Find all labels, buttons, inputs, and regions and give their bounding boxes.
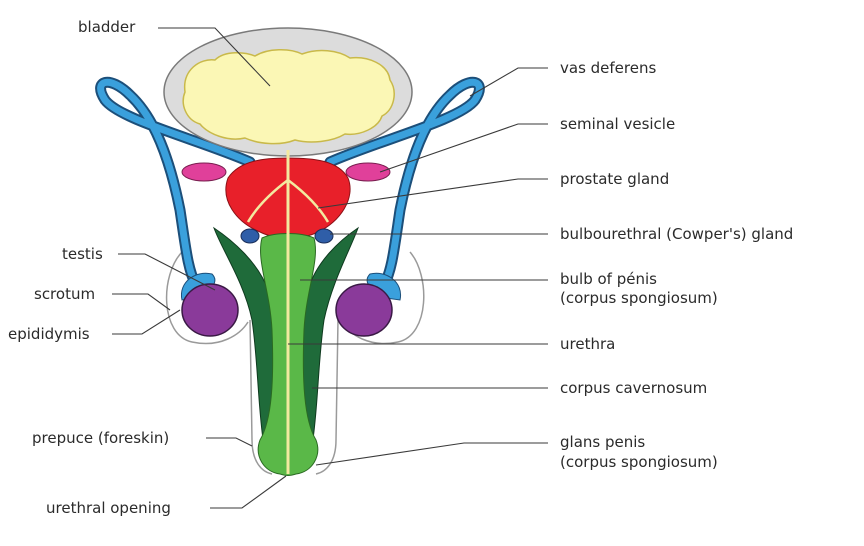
label-glans-penis-2: (corpus spongiosum) [560,453,718,471]
label-urethra: urethra [560,335,615,353]
anatomy-illustration [95,27,485,476]
label-prepuce: prepuce (foreskin) [32,429,169,447]
label-corpus-cavernosum: corpus cavernosum [560,379,707,397]
label-testis: testis [62,245,103,263]
label-scrotum: scrotum [34,285,95,303]
leader-glans-penis [315,442,548,466]
bladder-lumen [182,49,395,145]
leader-vas-deferens [469,67,548,97]
leader-prostate [317,178,548,209]
label-glans-penis-1: glans penis [560,433,645,451]
label-epididymis: epididymis [8,325,90,343]
leader-bladder [158,27,271,87]
testis-right [335,283,393,337]
testis-left [181,283,239,337]
label-bladder: bladder [78,18,136,36]
leader-epididymis [112,309,181,335]
prepuce-outline [249,319,339,475]
leader-lines [112,27,548,509]
labels: bladder vas deferens seminal vesicle pro… [8,18,793,517]
seminal-vesicle-right [345,162,391,182]
label-prostate-gland: prostate gland [560,170,669,188]
bulbourethral-right [314,228,334,244]
leader-urethral-opening [210,475,287,509]
label-bulbourethral-gland: bulbourethral (Cowper's) gland [560,225,793,243]
leader-prepuce [206,437,253,447]
label-urethral-opening: urethral opening [46,499,171,517]
label-bulb-of-penis-2: (corpus spongiosum) [560,289,718,307]
leader-scrotum [112,293,171,311]
label-vas-deferens: vas deferens [560,59,656,77]
seminal-vesicle-left [181,162,227,182]
label-bulb-of-penis-1: bulb of pénis [560,270,657,288]
leader-testis [118,253,216,291]
leader-seminal-vesicle [379,123,548,173]
bulbourethral-left [240,228,260,244]
label-seminal-vesicle: seminal vesicle [560,115,675,133]
